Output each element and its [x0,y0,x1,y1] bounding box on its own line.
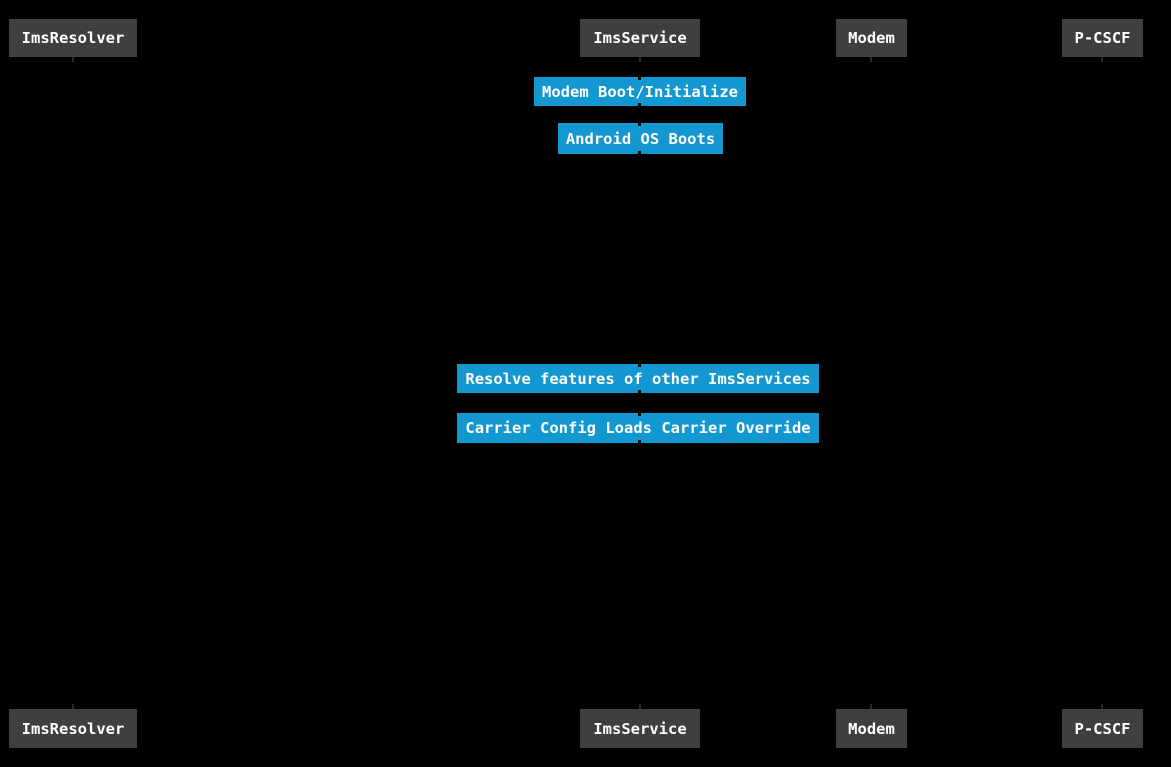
lifeline-notch [638,75,641,80]
lifeline-modem [871,57,872,709]
participant-imsservice-top: ImsService [580,19,700,57]
participant-imsservice-bottom: ImsService [580,709,700,748]
note-carrier-config-override: Carrier Config Loads Carrier Override [457,413,819,443]
lifeline-notch [638,411,641,416]
lifeline-notch [638,103,641,109]
lifeline-pcscf [1102,57,1103,709]
participant-imsresolver-top: ImsResolver [9,19,137,57]
participant-modem-bottom: Modem [836,709,907,748]
note-android-os-boots: Android OS Boots [558,123,723,154]
lifeline-notch [638,390,641,396]
lifeline-notch [638,440,641,446]
lifeline-imsresolver [73,57,74,709]
note-resolve-features: Resolve features of other ImsServices [457,364,819,393]
lifeline-tick [1101,704,1103,709]
lifeline-tick [870,704,872,709]
note-modem-boot-initialize: Modem Boot/Initialize [534,77,746,106]
lifeline-tick [72,57,74,62]
participant-modem-top: Modem [836,19,907,57]
lifeline-tick [1101,57,1103,62]
lifeline-notch [638,121,641,126]
participant-pcscf-top: P-CSCF [1062,19,1143,57]
participant-pcscf-bottom: P-CSCF [1062,709,1143,748]
lifeline-tick [870,57,872,62]
lifeline-notch [638,151,641,157]
lifeline-tick [639,704,641,709]
participant-imsresolver-bottom: ImsResolver [9,709,137,748]
lifeline-notch [638,362,641,367]
lifeline-tick [72,704,74,709]
lifeline-tick [639,57,641,62]
